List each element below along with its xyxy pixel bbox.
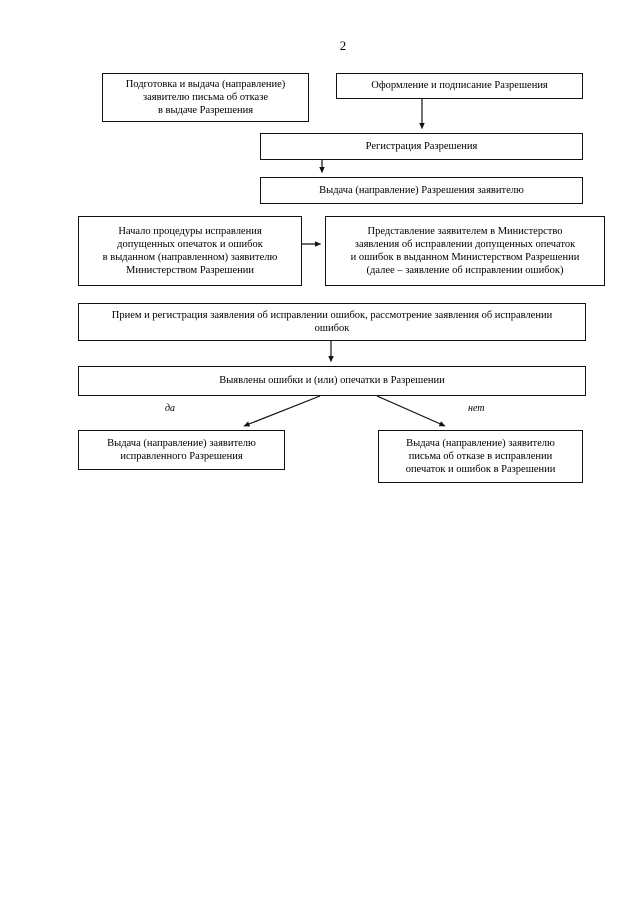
node-errors-found-label: Выявлены ошибки и (или) опечатки в Разре… [219, 375, 445, 387]
node-accept-register: Прием и регистрация заявления об исправл… [78, 303, 586, 341]
node-deliver-permit: Выдача (направление) Разрешения заявител… [260, 177, 583, 204]
edge-errors-found-to-refusal-correct [376, 395, 446, 427]
node-refusal-letter-label: Подготовка и выдача (направление)заявите… [125, 78, 286, 117]
node-issue-sign: Оформление и подписание Разрешения [336, 73, 583, 99]
node-deliver-permit-label: Выдача (направление) Разрешения заявител… [319, 184, 524, 196]
node-errors-found: Выявлены ошибки и (или) опечатки в Разре… [78, 366, 586, 396]
edge-errors-found-to-corrected-permit [243, 395, 321, 427]
node-accept-register-label: Прием и регистрация заявления об исправл… [111, 309, 553, 334]
node-issue-sign-label: Оформление и подписание Разрешения [371, 80, 548, 92]
page-number: 2 [339, 38, 347, 53]
node-registration: Регистрация Разрешения [260, 133, 583, 160]
branch-label-no: нет [468, 403, 485, 414]
node-refusal-letter: Подготовка и выдача (направление)заявите… [102, 73, 309, 122]
branch-label-yes: да [165, 403, 176, 414]
node-registration-label: Регистрация Разрешения [365, 140, 478, 152]
